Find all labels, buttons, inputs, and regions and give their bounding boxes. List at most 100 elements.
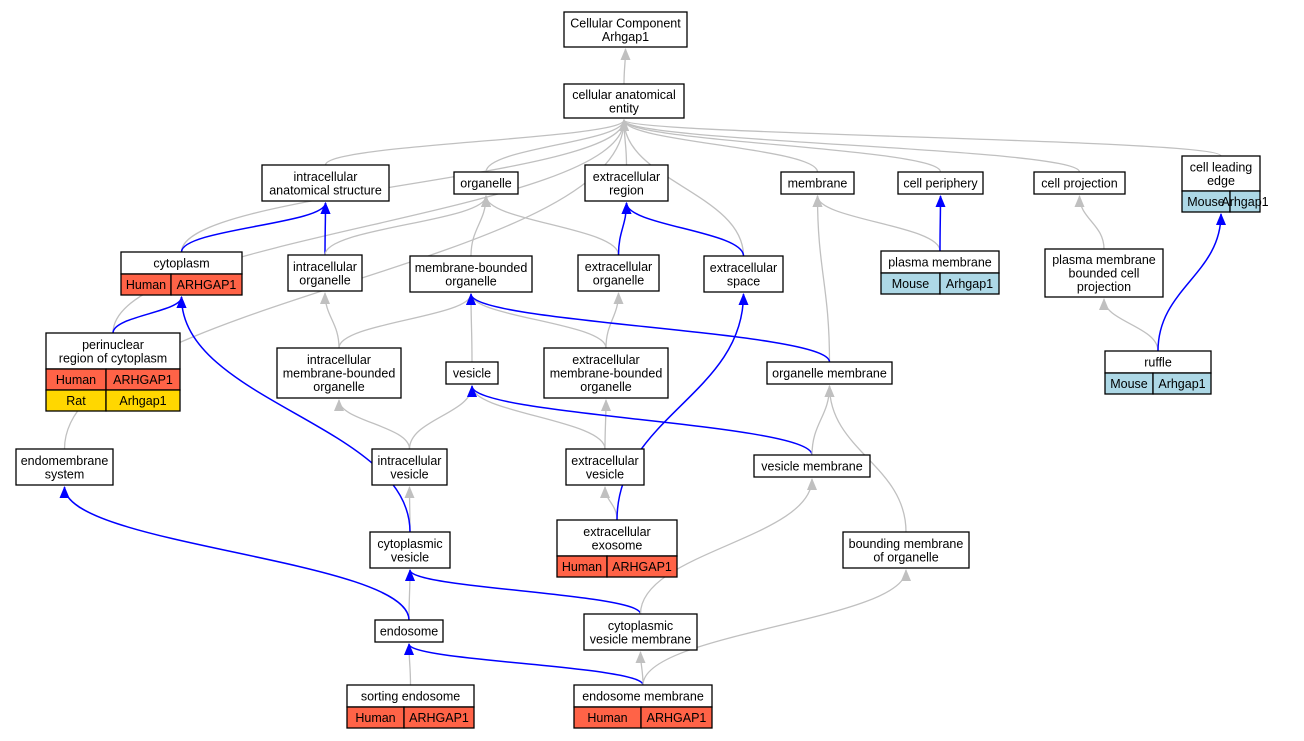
- edge-cvm-to-vesmem: [639, 478, 817, 615]
- gene-cell: [1229, 190, 1261, 213]
- gene-cell: [170, 273, 243, 296]
- gene-cell: [105, 389, 181, 412]
- node-box: [780, 171, 855, 195]
- species-label: Human: [587, 711, 627, 725]
- node-label: extracellular: [593, 170, 660, 184]
- node-box: [371, 448, 448, 486]
- edge-intves-to-imbo: [334, 399, 411, 450]
- node-organelle[interactable]: organelle: [453, 171, 519, 195]
- node-label: vesicle membrane: [590, 632, 691, 646]
- node-label: endosome: [380, 625, 438, 639]
- node-membrane[interactable]: membrane: [780, 171, 855, 195]
- edge-exves-to-embo: [600, 399, 611, 450]
- node-box: [584, 164, 669, 202]
- species-label: Human: [355, 711, 395, 725]
- edge-exosome-to-exspace: [616, 293, 749, 521]
- node-label: bounding membrane: [849, 537, 964, 551]
- node-vesicle[interactable]: vesicle: [445, 361, 499, 385]
- node-label: organelle: [460, 177, 511, 191]
- node-label: projection: [1077, 280, 1131, 294]
- node-label: organelle: [593, 273, 644, 287]
- node-label: entity: [609, 101, 640, 115]
- edge-cle-to-cae: [619, 119, 1222, 157]
- node-box: [261, 164, 390, 202]
- node-box: [453, 171, 519, 195]
- node-cellperiphery[interactable]: cell periphery: [897, 171, 984, 195]
- edge-cellperiphery-to-cae: [619, 119, 942, 173]
- node-label: organelle: [580, 380, 631, 394]
- gene-cell: [939, 272, 1000, 295]
- node-label: extracellular: [583, 525, 650, 539]
- node-box: [374, 619, 444, 643]
- edge-perinuclear-to-cytoplasm: [112, 296, 187, 334]
- node-label: membrane-bounded: [283, 367, 396, 381]
- node-label: cytoplasmic: [608, 619, 673, 633]
- node-box: [563, 83, 685, 119]
- node-label: bounded cell: [1069, 267, 1140, 281]
- node-label: edge: [1207, 174, 1235, 188]
- gene-label: ARHGAP1: [612, 560, 672, 574]
- node-label: vesicle: [390, 467, 428, 481]
- edge-embo-to-mbo: [466, 293, 607, 349]
- node-label: cellular anatomical: [572, 88, 676, 102]
- edge-vesicle-to-mbo: [466, 293, 477, 363]
- node-label: Cellular Component: [570, 16, 681, 30]
- node-box: [543, 347, 669, 399]
- species-label: Mouse: [1110, 377, 1148, 391]
- node-box: [753, 454, 871, 478]
- node-label: exosome: [592, 538, 643, 552]
- node-endosome[interactable]: endosome: [374, 619, 444, 643]
- node-box: [1033, 171, 1126, 195]
- node-label: cytoplasmic: [377, 537, 442, 551]
- gene-cell: [640, 706, 713, 729]
- node-label: ruffle: [1144, 356, 1172, 370]
- node-vesmem[interactable]: vesicle membrane: [753, 454, 871, 478]
- node-box: [276, 347, 402, 399]
- species-label: Mouse: [1187, 195, 1225, 209]
- node-cellprojection[interactable]: cell projection: [1033, 171, 1126, 195]
- node-box: [369, 531, 451, 569]
- edge-intorg-to-ias: [320, 202, 331, 256]
- edge-cytves-to-cytoplasm: [176, 296, 411, 533]
- edge-sortend-to-endosome: [404, 643, 415, 686]
- node-orgmem[interactable]: organelle membrane: [766, 361, 893, 385]
- edge-intves-to-vesicle: [408, 385, 477, 450]
- node-box: [445, 361, 499, 385]
- gene-cell: [403, 706, 475, 729]
- node-box: [577, 254, 660, 292]
- edge-cae-to-root: [620, 48, 631, 85]
- node-box: [703, 255, 784, 293]
- gene-label: Arhgap1: [946, 277, 993, 291]
- edge-ias-to-cae: [324, 119, 629, 166]
- node-label: extracellular: [572, 353, 639, 367]
- node-label: cell leading: [1190, 160, 1253, 174]
- gene-label: Arhgap1: [1221, 195, 1268, 209]
- node-label: vesicle: [586, 467, 624, 481]
- edge-endosome-to-cytves: [404, 569, 415, 621]
